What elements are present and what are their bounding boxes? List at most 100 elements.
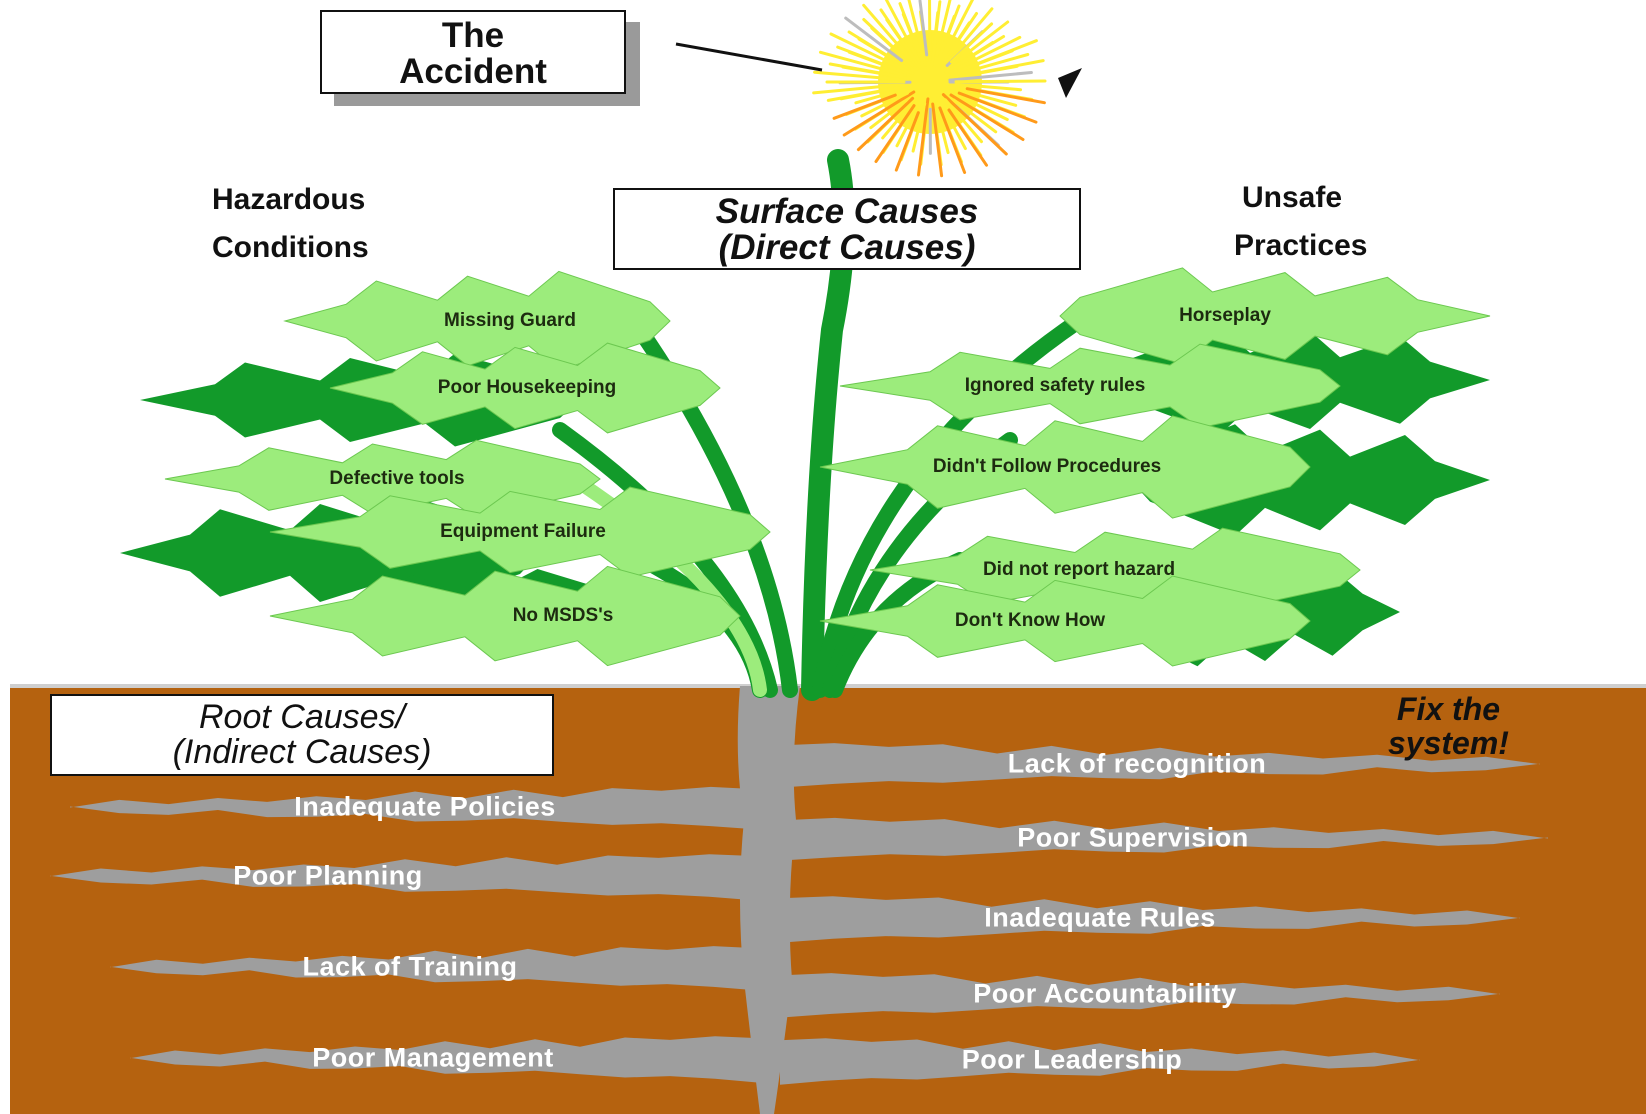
flower-petal (917, 97, 930, 177)
flower-petal (948, 71, 1033, 82)
flower-petal (832, 93, 897, 120)
flower-petal (862, 3, 913, 62)
root-cause-label: Poor Supervision (1017, 822, 1249, 853)
flower-petal (936, 112, 950, 155)
light-leaf (283, 270, 671, 372)
flower-petal (844, 16, 904, 62)
unsafe-line2: Practices (1234, 229, 1368, 262)
practice-label: Don't Know How (954, 610, 1106, 631)
surface-causes-box: Surface Causes (Direct Causes) (613, 188, 1081, 270)
leaf-stem (812, 312, 1088, 698)
hazardous-line2: Conditions (212, 231, 369, 264)
flower-petal (874, 104, 916, 163)
flower-petal (879, 8, 922, 69)
light-leaf (819, 575, 1311, 667)
flower-petal (829, 32, 915, 76)
hazard-label: No MSDS's (512, 605, 614, 626)
flower-petal (935, 0, 952, 57)
surface-line1: Surface Causes (715, 192, 979, 231)
hazard-label: Poor Housekeeping (437, 377, 617, 398)
leaves (120, 267, 1491, 667)
root-branch (780, 1038, 1420, 1085)
flower-petal (860, 91, 909, 118)
fix-line1: Fix the (1396, 691, 1501, 727)
root-branch (780, 896, 1520, 943)
root-cause-label: Poor Planning (233, 860, 423, 891)
flower-petal (813, 70, 900, 81)
light-leaf (329, 342, 721, 434)
flower-petal (938, 106, 967, 174)
root-branch (110, 946, 760, 991)
accident-line2: Accident (399, 52, 547, 91)
flower-petal (943, 98, 983, 144)
flower-petal (936, 96, 967, 151)
flower-petal (953, 53, 1030, 77)
flower-petal (819, 50, 907, 77)
root-cause-label: Poor Accountability (973, 978, 1237, 1009)
flower-petal (954, 82, 1022, 92)
flower-petal (881, 106, 910, 140)
flower-petal (898, 2, 920, 53)
flower-petal (939, 0, 975, 64)
flower-petal (854, 85, 913, 105)
flower-petal (884, 0, 921, 64)
light-leaf (1059, 267, 1491, 365)
light-leaf (269, 565, 741, 667)
hazardous-conditions-heading: Hazardous Conditions (212, 176, 369, 272)
flower-petal (957, 91, 1038, 124)
root-branch (70, 786, 760, 830)
hazard-label: Defective tools (329, 468, 465, 489)
hazard-label: Equipment Failure (440, 521, 606, 542)
root-cause-label: Poor Leadership (961, 1044, 1183, 1075)
flower-petal (856, 96, 915, 152)
flower-petal (965, 87, 1046, 105)
root-cause-label: Lack of recognition (1007, 748, 1267, 779)
light-leaf (269, 486, 771, 578)
root-line1: Root Causes/ (199, 698, 405, 736)
flower-petal (862, 18, 915, 68)
light-leaf (819, 415, 1311, 519)
hazard-label: Missing Guard (444, 310, 576, 331)
practice-label: Ignored safety rules (964, 375, 1146, 396)
flower-petal (907, 0, 928, 67)
flower-petal (965, 64, 1019, 77)
roots (50, 686, 1548, 1114)
flower-petal (949, 35, 1006, 71)
flower-petal (952, 98, 998, 134)
flower-petal (826, 86, 901, 102)
flower-petal (869, 98, 908, 130)
flower-petal (911, 102, 927, 153)
root-branch (130, 1036, 760, 1083)
flower-petal (946, 49, 1014, 77)
flower-petal (847, 30, 906, 68)
unsafe-line1: Unsafe (1242, 181, 1343, 214)
fix-the-system-note: Fix the system! (1388, 692, 1509, 760)
flower-petal (954, 79, 1047, 84)
flower-petal (894, 111, 920, 172)
flower-petal (956, 20, 1010, 62)
flower-petal (940, 7, 994, 70)
leaf-stem (553, 463, 767, 697)
flower-petal (931, 102, 944, 178)
root-cause-label: Inadequate Rules (984, 902, 1216, 933)
flower-petal (961, 96, 1009, 121)
flower-petal (949, 93, 1025, 141)
flower-petal (828, 62, 912, 80)
flower-marker (1058, 68, 1082, 98)
root-branch (50, 854, 760, 901)
flower-head (812, 0, 1082, 178)
fix-line2: system! (1388, 725, 1509, 761)
hazardous-line1: Hazardous (212, 183, 366, 216)
flower-petal (931, 0, 942, 62)
light-leaf (839, 343, 1341, 429)
flower-petal (836, 45, 897, 71)
flower-petal (941, 93, 1008, 156)
root-cause-label: Inadequate Policies (294, 791, 556, 822)
flower-petal (956, 35, 1022, 70)
root-line2: (Indirect Causes) (172, 733, 432, 771)
flower-petal (842, 90, 916, 137)
root-cause-label: Poor Management (312, 1042, 554, 1073)
accident-line1: The (441, 16, 505, 55)
